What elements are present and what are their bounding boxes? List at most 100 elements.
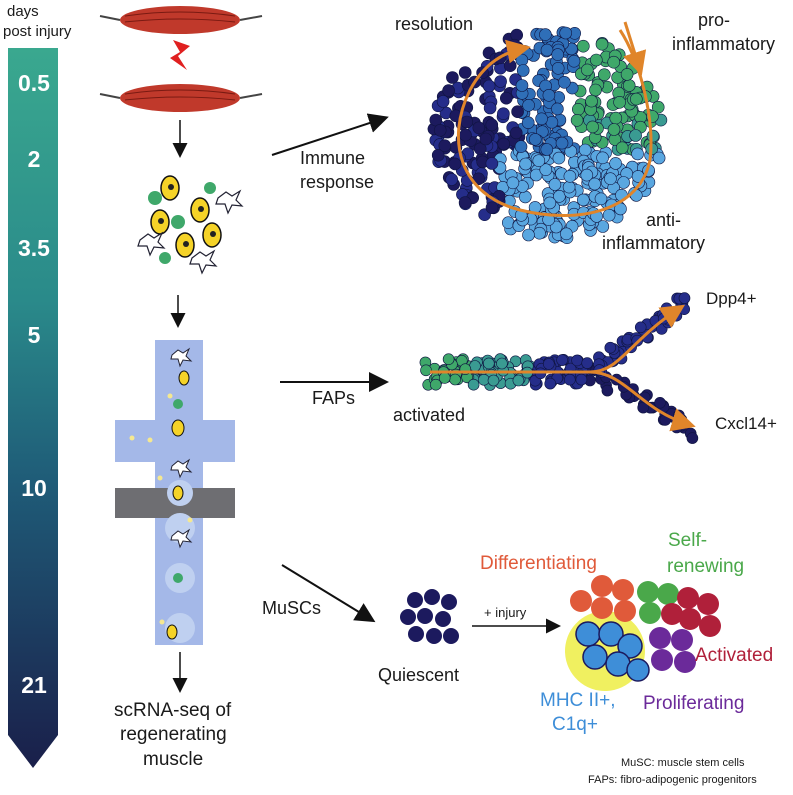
day-label: 5: [27, 322, 41, 348]
immune-cell-dot: [442, 84, 455, 97]
immune-cell-dot: [511, 105, 524, 118]
immune-cell-dot: [555, 136, 569, 150]
immune-cell-dot: [609, 111, 623, 125]
immune-cell-dot: [571, 103, 585, 116]
faps-cell-dot: [542, 358, 555, 370]
immune-cell-dot: [551, 102, 564, 116]
faps-cell-dot: [467, 378, 480, 391]
immune-cell-dot: [499, 91, 513, 105]
microfluidic-chip: [115, 340, 235, 645]
day-label: 0.5: [18, 70, 50, 96]
muscle-fiber-intact: [99, 6, 263, 34]
immune-cell-dot: [515, 53, 529, 67]
immune-cell-dot: [646, 129, 660, 143]
immune-cell-dot: [518, 190, 532, 204]
immune-cell-dot: [542, 89, 556, 102]
quiescent-cluster: [400, 589, 459, 644]
immune-cell-dot: [515, 79, 529, 92]
faps-cell-dot: [575, 373, 588, 386]
immune-cell-dot: [501, 216, 515, 229]
faps-cell-dot: [581, 357, 594, 369]
immune-cell-dot: [528, 133, 542, 146]
faps-cell-dot: [438, 372, 451, 384]
immune-cell-dot: [448, 157, 462, 171]
footnote-faps: FAPs: fibro-adipogenic progenitors: [588, 774, 757, 786]
immune-cell-dot: [473, 142, 487, 156]
muscs-proliferating: Proliferating: [643, 693, 745, 714]
immune-cell-dot: [497, 107, 510, 120]
faps-branch-bottom: Cxcl14+: [715, 414, 777, 433]
faps-cell-dot: [654, 396, 666, 409]
immune-cell-dot: [503, 59, 517, 72]
immune-cell-dot: [459, 128, 472, 142]
faps-cell-dot: [429, 378, 442, 391]
immune-cell-dot: [494, 75, 507, 88]
immune-cell-dot: [509, 126, 523, 140]
immune-trajectory-arrow-2: [623, 21, 647, 76]
immune-state-anti-line1: anti-: [646, 210, 682, 230]
immune-state-pro-line2: inflammatory: [672, 34, 776, 54]
immune-cell-dot: [445, 173, 459, 186]
immune-cell-dot: [560, 227, 573, 241]
immune-cell-dot: [485, 201, 499, 214]
immune-cell-dot: [563, 170, 577, 183]
arrow-immune: [271, 113, 389, 156]
immune-trajectory-arrow: [456, 29, 653, 217]
faps-cell-dot: [556, 354, 568, 366]
workflow-caption-line3: muscle: [143, 749, 204, 770]
immune-cell-dot: [472, 121, 486, 135]
faps-branch-top: Dpp4+: [706, 289, 757, 308]
muscs-injury-label: + injury: [484, 605, 527, 620]
day-label: 10: [21, 475, 47, 501]
immune-cell-dot: [431, 148, 445, 162]
immune-cell-dot: [483, 101, 497, 115]
muscs-activated: Activated: [695, 645, 774, 666]
immune-cell-dot: [540, 43, 554, 57]
immune-cell-dot: [586, 120, 599, 134]
immune-cell-dot: [602, 208, 616, 222]
immune-cell-dot: [588, 177, 602, 191]
immune-state-anti-line2: inflammatory: [602, 233, 706, 253]
immune-cell-dot: [436, 95, 450, 108]
immune-cell-cluster: [427, 26, 668, 244]
faps-cell-dot: [487, 374, 500, 387]
immune-cell-dot: [539, 28, 552, 41]
faps-cell-dot: [512, 374, 525, 387]
muscs-mhc-line1: MHC II+,: [540, 690, 616, 711]
immune-cell-dot: [482, 79, 496, 93]
day-label: 21: [21, 672, 47, 698]
immune-cell-dot: [551, 62, 565, 75]
immune-cell-dot: [446, 71, 459, 84]
immune-cell-dot: [631, 147, 644, 161]
immune-cell-dot: [567, 54, 581, 68]
immune-cell-dot: [570, 114, 584, 127]
dissociated-cell-cluster: [137, 175, 244, 275]
immune-cell-dot: [497, 137, 511, 151]
muscle-fiber-injured: [99, 84, 263, 112]
immune-cell-dot: [597, 68, 611, 81]
faps-cell-dot: [449, 373, 461, 386]
immune-cell-dot: [458, 66, 472, 79]
immune-arrow-label-line1: Immune: [300, 148, 366, 168]
muscs-self-renewing-line2: renewing: [667, 556, 745, 577]
immune-cell-dot: [620, 68, 634, 81]
immune-cell-dot: [551, 48, 565, 61]
immune-cell-dot: [558, 76, 571, 89]
immune-cell-dot: [479, 132, 493, 146]
immune-cell-dot: [535, 112, 548, 126]
immune-cell-dot: [652, 151, 666, 165]
immune-cell-dot: [578, 143, 592, 157]
immune-cell-dot: [539, 163, 553, 176]
immune-cell-dot: [613, 96, 626, 109]
immune-state-pro-line1: pro-: [698, 10, 731, 30]
immune-cell-dot: [549, 220, 563, 234]
faps-cell-dot: [442, 353, 455, 366]
immune-arrow-label-line2: response: [300, 172, 375, 192]
immune-cell-dot: [622, 79, 636, 92]
immune-cell-dot: [532, 154, 546, 167]
immune-cell-dot: [580, 63, 594, 77]
musc-states-cluster: [565, 575, 721, 691]
immune-cell-dot: [589, 83, 602, 97]
immune-cell-dot: [533, 226, 546, 240]
